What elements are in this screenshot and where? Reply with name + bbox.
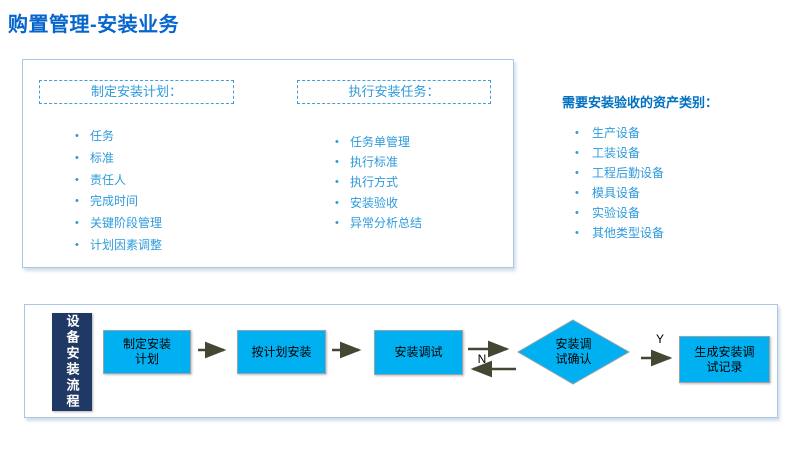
list-item-label: 完成时间 <box>90 194 139 209</box>
flow-step-label-line: 试记录 <box>706 359 743 374</box>
list-item: • 执行方式 <box>331 172 422 192</box>
flow-step-label-line: 安装调试 <box>394 345 443 359</box>
flow-step-label-line: 按计划安装 <box>251 344 312 359</box>
bullet-icon: • <box>575 187 579 199</box>
flow-step-label-line: 生成安装调 <box>694 344 755 359</box>
list-item-label: 异常分析总结 <box>350 215 423 230</box>
list-item: • 计划因素调整 <box>71 235 162 257</box>
plan-item-list: • 任务 • 标准 • 责任人 • 完成时间 • 关键阶段管理 • 计划因素调整 <box>71 126 162 257</box>
list-item-label: 关键阶段管理 <box>90 216 163 231</box>
assets-item-list: • 生产设备 • 工装设备 • 工程后勤设备 • 模具设备 • 实验设备 • 其他类型设备 <box>571 123 664 243</box>
bullet-icon: • <box>575 167 579 179</box>
bullet-icon: • <box>335 156 339 169</box>
bullet-icon: • <box>335 176 339 189</box>
execute-section-header: 执行安装任务： <box>297 80 491 104</box>
assets-section-header: 需要安装验收的资产类别： <box>562 95 719 110</box>
list-item: • 完成时间 <box>71 191 162 213</box>
list-item-label: 任务单管理 <box>350 135 411 149</box>
list-item-label: 标准 <box>90 150 115 165</box>
flow-side-label: 设备安装流程 <box>52 313 92 411</box>
list-item-label: 任务 <box>90 129 115 143</box>
list-item-label: 安装验收 <box>350 195 399 210</box>
bullet-icon: • <box>75 151 79 164</box>
list-item: • 执行标准 <box>331 152 422 172</box>
list-item-label: 执行方式 <box>350 175 399 190</box>
bullet-icon: • <box>335 216 339 229</box>
flow-connectors <box>198 319 673 385</box>
list-item: • 责任人 <box>71 170 162 192</box>
bullet-icon: • <box>575 127 579 139</box>
page-title: 购置管理-安装业务 <box>8 14 180 36</box>
bullet-icon: • <box>75 238 79 251</box>
bullet-icon: • <box>575 227 579 239</box>
list-item-label: 模具设备 <box>592 186 641 200</box>
bullet-icon: • <box>575 207 579 219</box>
list-item: • 工装设备 <box>571 143 664 163</box>
flow-step-label-line: 制定安装 <box>122 337 171 351</box>
list-item: • 模具设备 <box>571 183 664 203</box>
list-item: • 其他类型设备 <box>571 223 664 243</box>
flow-step-label-line: 计划 <box>134 352 159 366</box>
execute-item-list: • 任务单管理 • 执行标准 • 执行方式 • 安装验收 • 异常分析总结 <box>331 132 422 233</box>
list-item: • 任务 <box>71 126 162 148</box>
list-item-label: 执行标准 <box>350 155 399 170</box>
bullet-icon: • <box>335 136 339 148</box>
flow-step-generate-record: 生成安装调 试记录 <box>679 336 770 383</box>
decision-diamond <box>517 319 631 385</box>
bullet-icon: • <box>575 147 579 159</box>
flow-decision-label-line: 试确认 <box>555 352 592 366</box>
list-item-label: 生产设备 <box>592 126 641 140</box>
flow-decision-label-line: 安装调 <box>555 337 592 351</box>
bullet-icon: • <box>75 173 79 186</box>
flow-decision-label: 安装调 试确认 <box>533 337 614 367</box>
install-overview-panel: 制定安装计划： 执行安装任务： • 任务 • 标准 • 责任人 • 完成时间 • 关键阶段… <box>22 59 514 268</box>
decision-no-label: N <box>477 352 487 366</box>
flow-step-install-per-plan: 按计划安装 <box>237 330 326 374</box>
list-item: • 生产设备 <box>571 123 664 143</box>
installation-flow-panel: 设备安装流程 制定安装 计划 按计划安装 安装调试 安装调 试确认 生成安装调 … <box>24 304 778 418</box>
list-item-label: 其他类型设备 <box>592 226 665 240</box>
list-item: • 安装验收 <box>331 193 422 213</box>
bullet-icon: • <box>75 195 79 208</box>
list-item-label: 工装设备 <box>592 146 641 160</box>
list-item-label: 工程后勤设备 <box>592 166 665 180</box>
list-item: • 异常分析总结 <box>331 213 422 233</box>
plan-section-header: 制定安装计划： <box>39 80 234 104</box>
bullet-icon: • <box>75 217 79 230</box>
list-item-label: 计划因素调整 <box>90 237 163 252</box>
list-item: • 工程后勤设备 <box>571 163 664 183</box>
flow-step-make-plan: 制定安装 计划 <box>103 330 191 374</box>
list-item-label: 实验设备 <box>592 206 641 220</box>
flow-step-install-debug: 安装调试 <box>374 330 463 375</box>
list-item-label: 责任人 <box>90 172 127 187</box>
bullet-icon: • <box>75 130 79 142</box>
bullet-icon: • <box>335 196 339 209</box>
decision-yes-label: Y <box>655 332 664 346</box>
list-item: • 标准 <box>71 148 162 170</box>
list-item: • 关键阶段管理 <box>71 213 162 235</box>
list-item: • 实验设备 <box>571 203 664 223</box>
list-item: • 任务单管理 <box>331 132 422 152</box>
